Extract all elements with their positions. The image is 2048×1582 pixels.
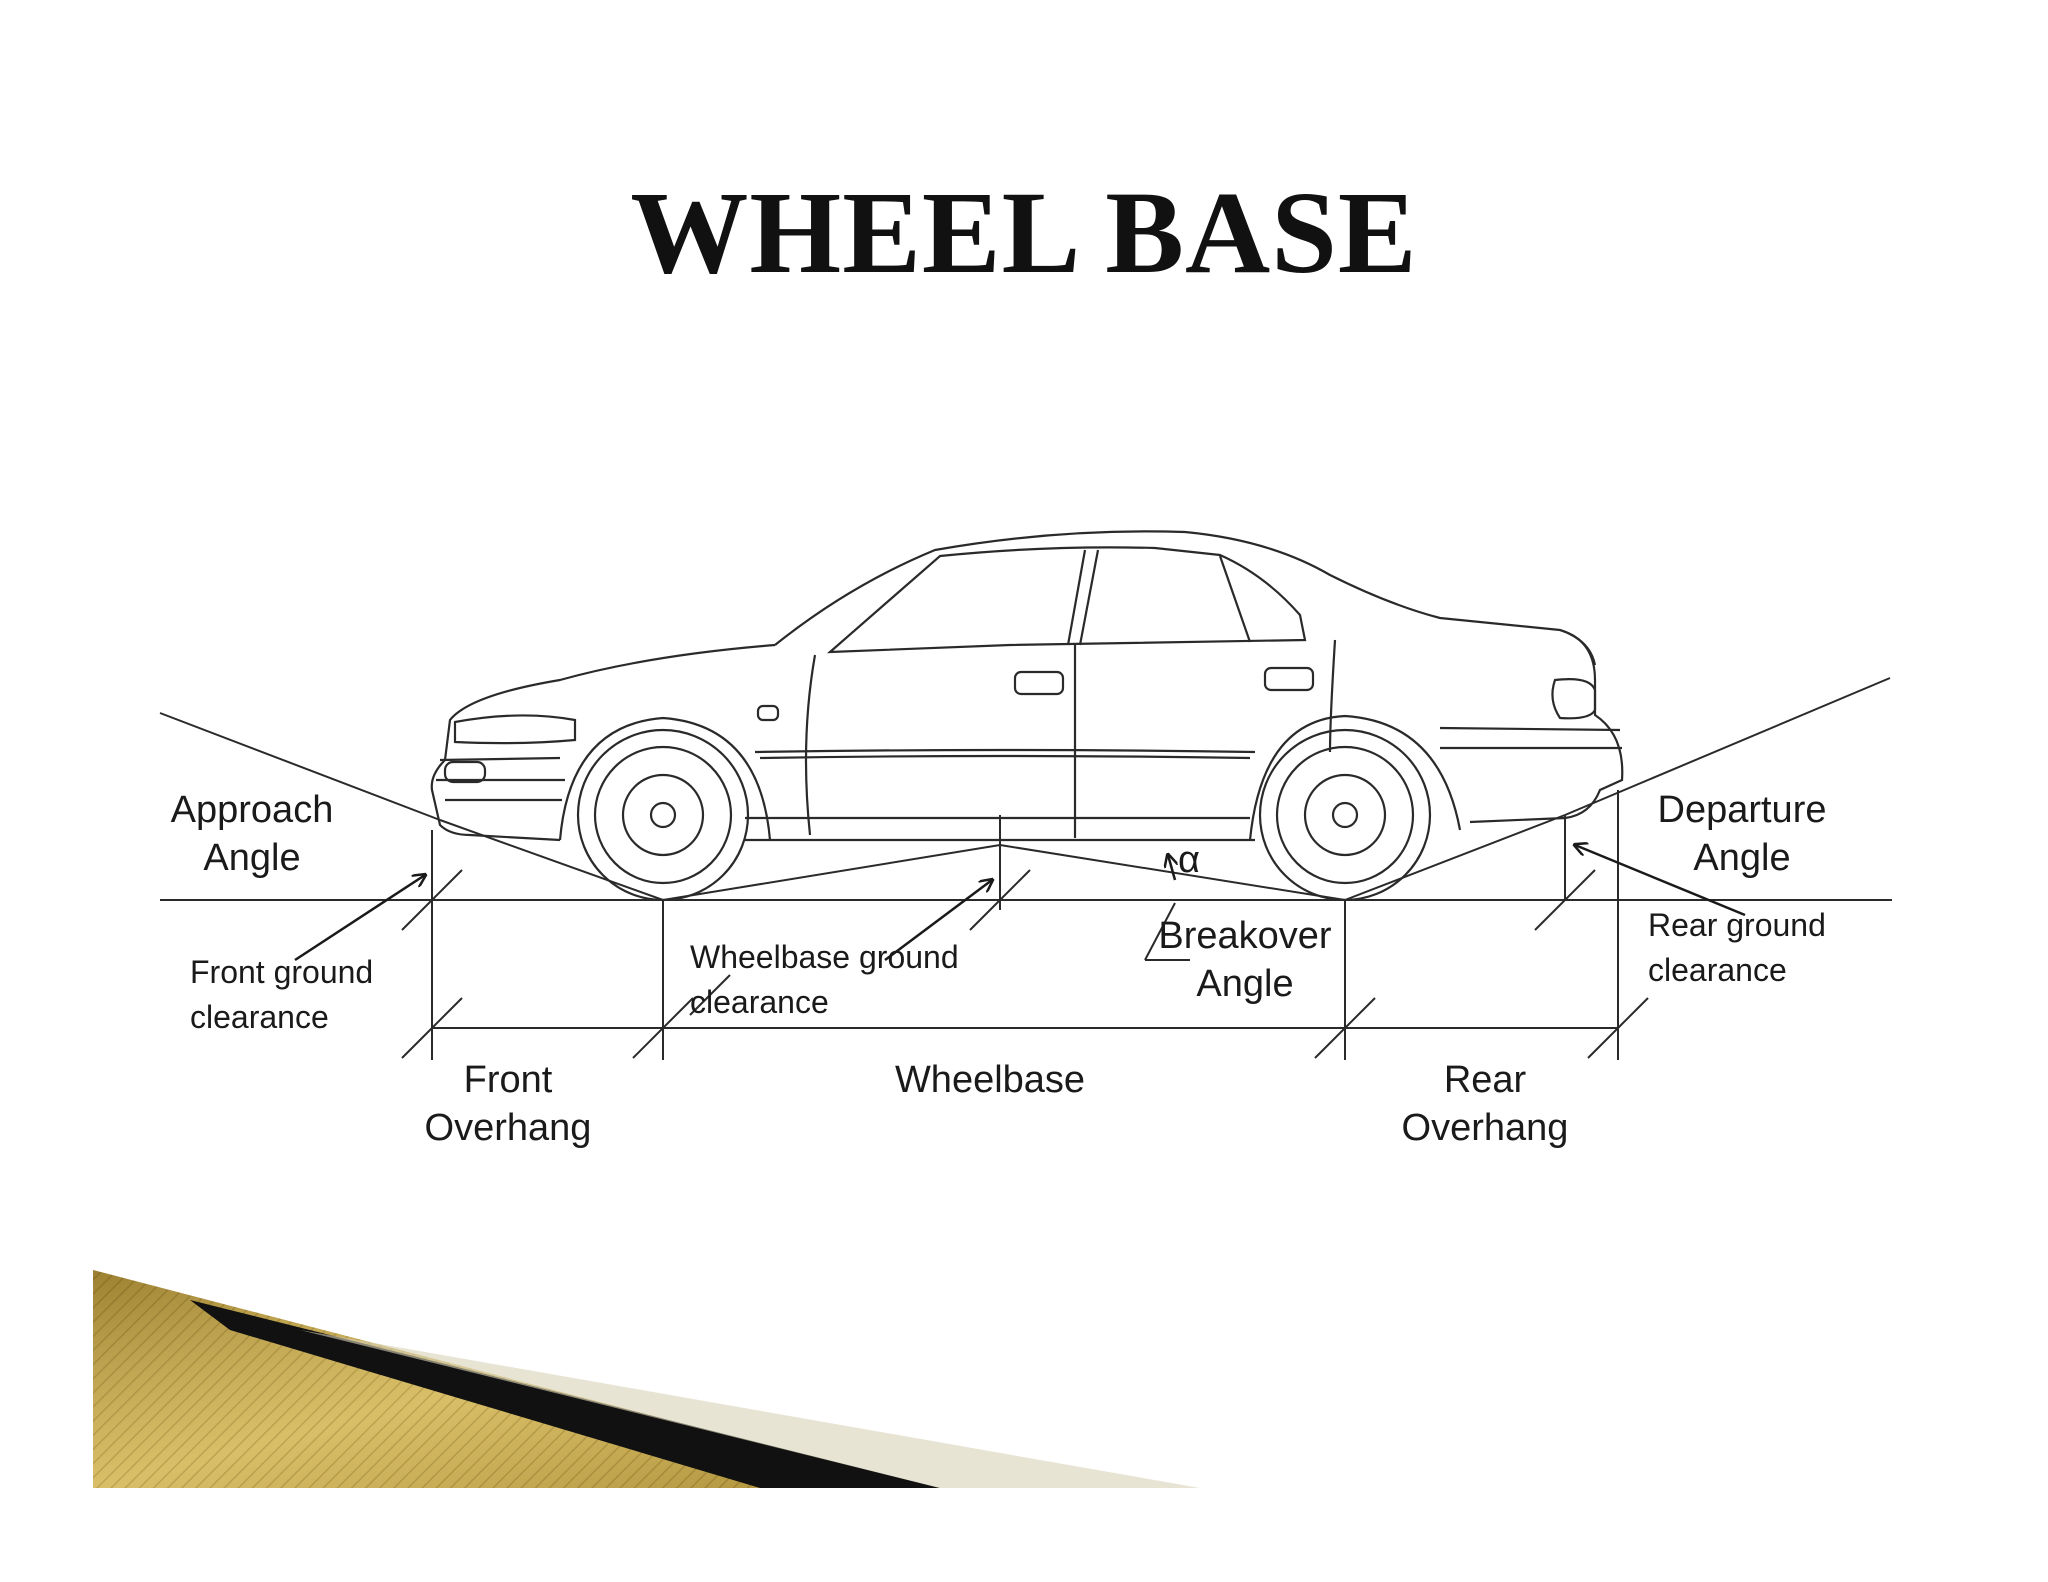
rear-clearance-arrow: [1575, 845, 1746, 917]
car-outline: [430, 530, 1624, 842]
breakover-line-front: [662, 844, 1001, 901]
alpha-symbol: α: [1178, 839, 1200, 881]
approach-angle-line: [159, 712, 441, 821]
front-clearance-arrow: [294, 875, 425, 962]
front-wheel: [576, 728, 750, 902]
rear-wheel: [1258, 728, 1432, 902]
wheelbase-clearance-arrow: [884, 880, 992, 962]
slide-title: WHEEL BASE: [630, 167, 1418, 298]
departure-angle-line: [1564, 677, 1891, 816]
decorative-chevron: [93, 1270, 1200, 1488]
wheelbase-label: Wheelbase: [895, 1059, 1085, 1101]
